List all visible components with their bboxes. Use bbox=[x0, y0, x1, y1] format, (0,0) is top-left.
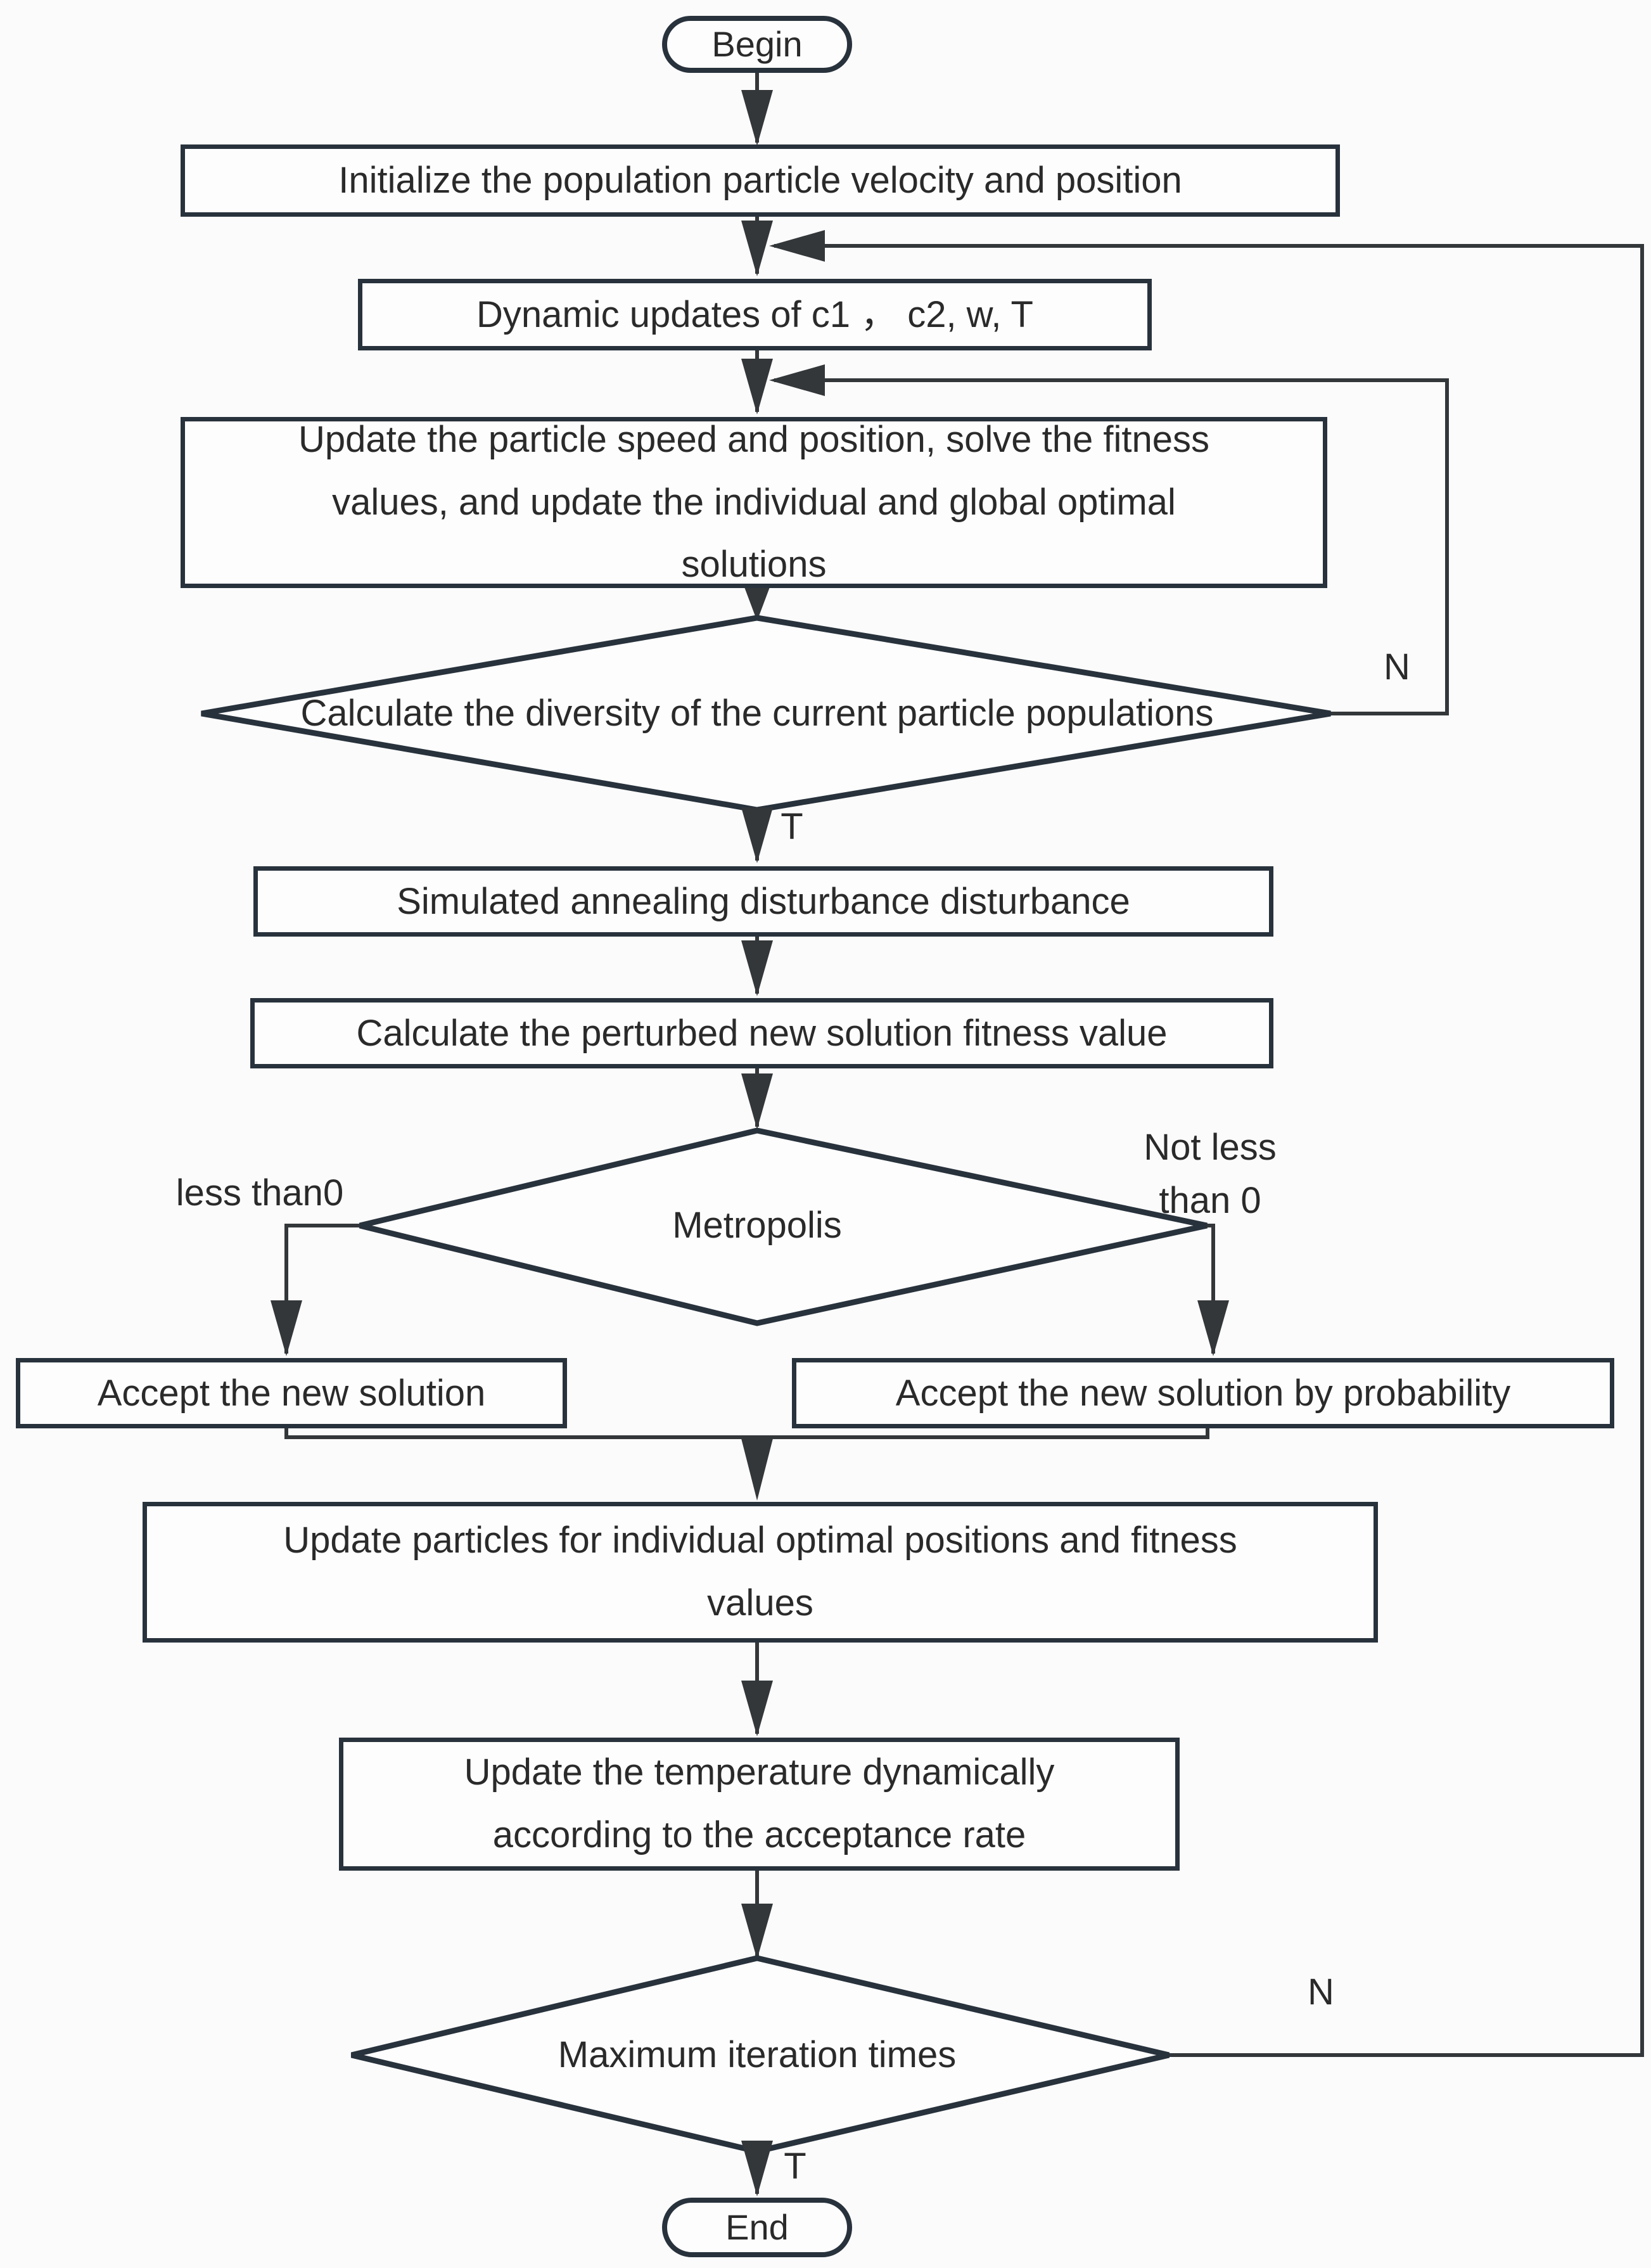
arrowhead-merge-update-icon bbox=[741, 1438, 773, 1501]
node-update-particle: Update the particle speed and position, … bbox=[181, 417, 1327, 588]
node-initialize: Initialize the population particle veloc… bbox=[181, 144, 1340, 217]
diamond-metropolis-decision bbox=[359, 1127, 1208, 1326]
label-metropolis-not-less: Not less than 0 bbox=[1144, 1126, 1277, 1221]
edge-max-iteration-n-loop bbox=[774, 244, 1644, 2057]
node-perturbed-fitness: Calculate the perturbed new solution fit… bbox=[250, 998, 1273, 1068]
edge-accept-merge bbox=[284, 1428, 1209, 1439]
diamond-metropolis-label: Metropolis bbox=[672, 1204, 842, 1246]
node-accept-by-probability: Accept the new solution by probability bbox=[792, 1358, 1614, 1428]
node-dynamic-updates: Dynamic updates of c1 ， c2, w, T bbox=[358, 279, 1152, 350]
arrowhead-annealing-perturbed-icon bbox=[741, 940, 773, 996]
node-accept-new-solution: Accept the new solution bbox=[16, 1358, 567, 1428]
node-begin: Begin bbox=[662, 16, 852, 73]
arrowhead-initialize-dynamic-icon bbox=[741, 221, 773, 276]
node-update-temperature: Update the temperature dynamically accor… bbox=[339, 1738, 1180, 1871]
arrowhead-individual-temperature-icon bbox=[741, 1681, 773, 1736]
arrowhead-temperature-maxiter-icon bbox=[741, 1904, 773, 1959]
edge-metropolis-less-branch bbox=[284, 1224, 360, 1354]
arrowhead-max-iteration-n-icon bbox=[769, 230, 825, 262]
arrowhead-perturbed-metropolis-icon bbox=[741, 1073, 773, 1129]
label-metropolis-less: less than0 bbox=[175, 1172, 344, 1214]
arrowhead-diversity-annealing-icon bbox=[741, 807, 773, 863]
arrowhead-maxiter-end-icon bbox=[741, 2141, 773, 2196]
diamond-max-iteration-label: Maximum iteration times bbox=[558, 2034, 957, 2075]
diamond-diversity-label: Calculate the diversity of the current p… bbox=[300, 692, 1214, 734]
label-max-iteration-t: T bbox=[784, 2145, 806, 2187]
arrowhead-diversity-n-icon bbox=[769, 364, 825, 396]
label-max-iteration-n: N bbox=[1308, 1971, 1334, 2013]
node-simulated-annealing: Simulated annealing disturbance disturba… bbox=[253, 866, 1273, 937]
node-end: End bbox=[662, 2198, 852, 2257]
arrowhead-metropolis-notless-icon bbox=[1197, 1300, 1229, 1356]
label-diversity-n: N bbox=[1384, 646, 1410, 688]
arrowhead-update-diversity-icon bbox=[742, 580, 772, 621]
arrowhead-begin-initialize-icon bbox=[741, 90, 773, 146]
arrowhead-metropolis-less-icon bbox=[271, 1300, 302, 1356]
label-diversity-t: T bbox=[781, 805, 803, 847]
arrowhead-dynamic-update-icon bbox=[741, 359, 773, 414]
node-update-individual-optimal: Update particles for individual optimal … bbox=[143, 1502, 1378, 1643]
edge-diversity-n-loop bbox=[774, 378, 1449, 715]
